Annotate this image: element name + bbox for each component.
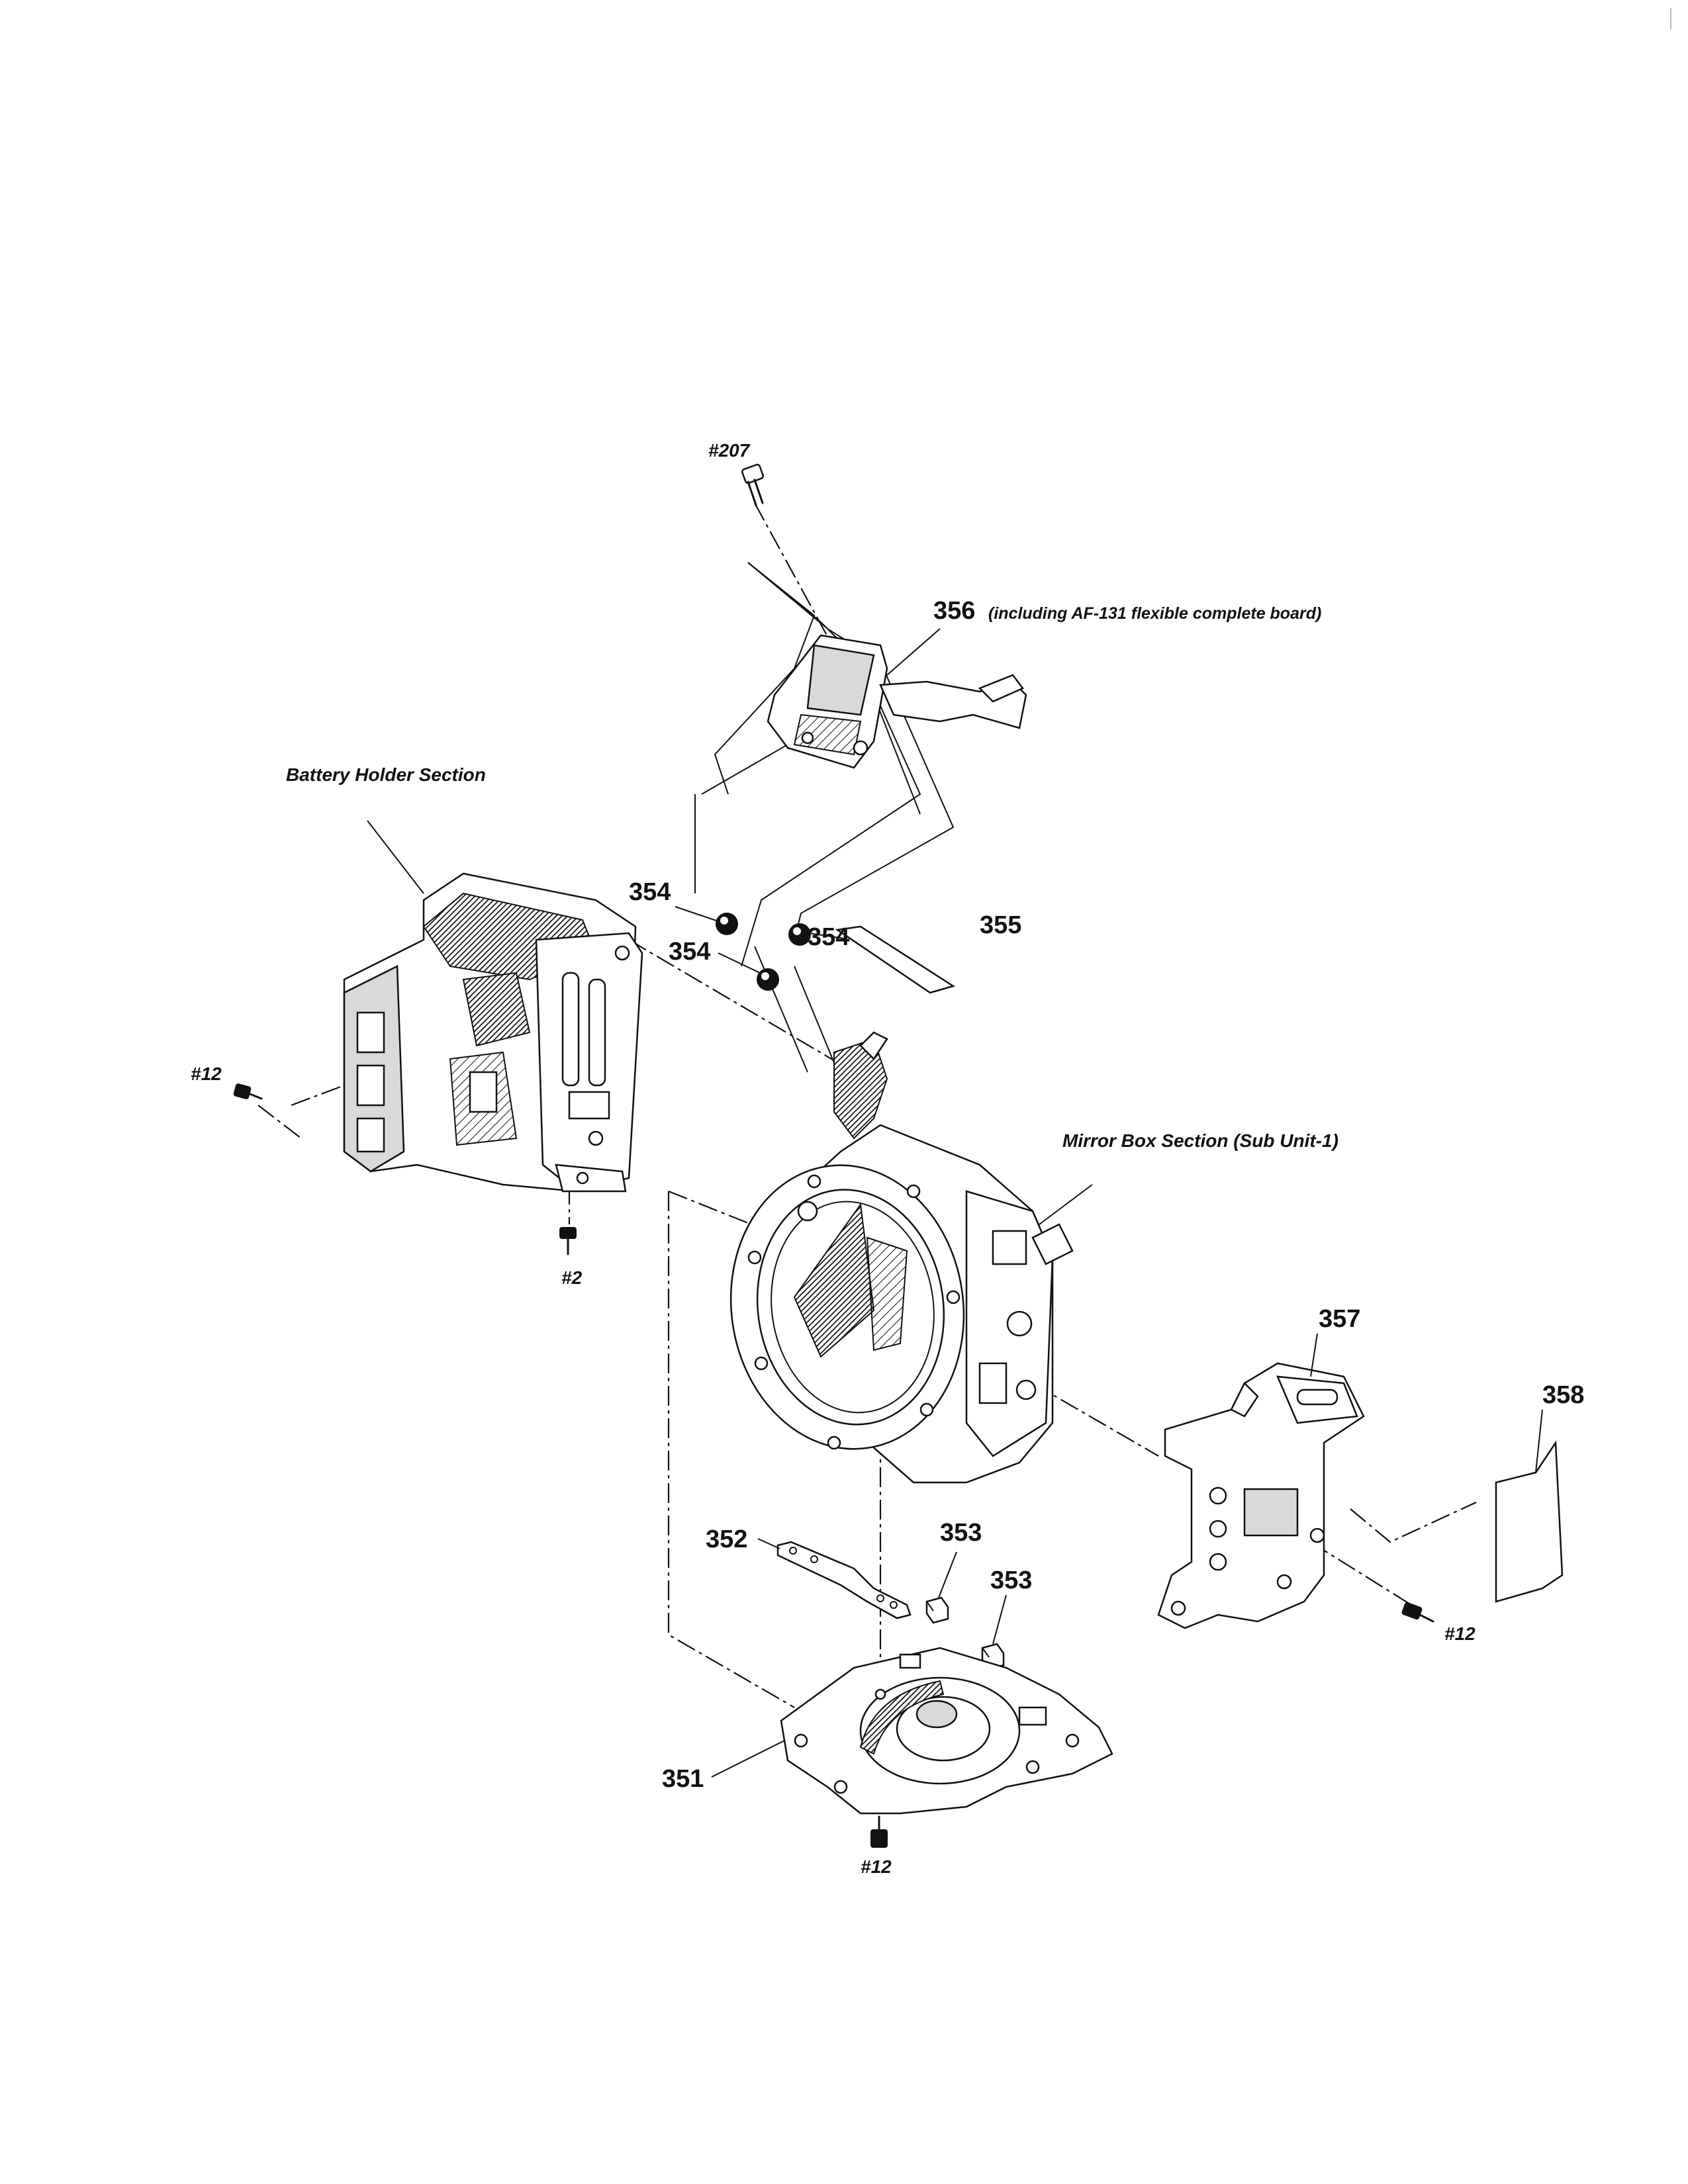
part-label-354-a: 354 [629, 878, 671, 906]
section-label-battery-holder: Battery Holder Section [286, 764, 486, 785]
part-354-spacer-a [716, 913, 738, 935]
part-356-af-sensor-unit [767, 634, 1027, 769]
part-label-353-b: 353 [990, 1567, 1032, 1594]
screw-label-2: #2 [561, 1267, 583, 1288]
part-358-sheet [1495, 1440, 1564, 1603]
part-357-bracket [1157, 1362, 1365, 1629]
mirror-box-section [729, 1031, 1074, 1484]
screw-label-12-right: #12 [1444, 1623, 1476, 1644]
screw-12-right [1401, 1602, 1434, 1623]
part-351-base-plate [780, 1647, 1113, 1815]
screw-label-207: #207 [708, 440, 751, 461]
part-label-358: 358 [1542, 1381, 1584, 1409]
part-label-352: 352 [706, 1525, 747, 1553]
part-label-351: 351 [662, 1765, 704, 1793]
part-355-sheet [835, 925, 956, 994]
part-353-block-a [925, 1596, 949, 1624]
part-label-354-b: 354 [669, 938, 710, 966]
part-352-plate [776, 1541, 912, 1619]
screw-207 [741, 463, 765, 506]
screw-label-12-left: #12 [191, 1064, 222, 1084]
part-356-note: (including AF-131 flexible complete boar… [988, 604, 1321, 623]
screw-label-12-bottom: #12 [861, 1856, 892, 1877]
part-label-357: 357 [1319, 1305, 1360, 1333]
part-label-355: 355 [980, 911, 1021, 939]
part-label-353-a: 353 [940, 1519, 982, 1547]
part-354-spacer-c [788, 923, 811, 946]
battery-holder-section [343, 872, 643, 1193]
labels: #207 356 (including AF-131 flexible comp… [191, 440, 1584, 1877]
section-label-mirror-box: Mirror Box Section (Sub Unit-1) [1062, 1130, 1338, 1151]
part-label-356: 356 [933, 597, 975, 625]
screw-12-left [233, 1083, 263, 1100]
screw-12-bottom [870, 1815, 888, 1848]
screw-2 [559, 1227, 577, 1255]
part-label-354-c: 354 [808, 923, 849, 951]
leader-lines [367, 628, 1543, 1778]
part-354-spacer-b [757, 968, 779, 991]
